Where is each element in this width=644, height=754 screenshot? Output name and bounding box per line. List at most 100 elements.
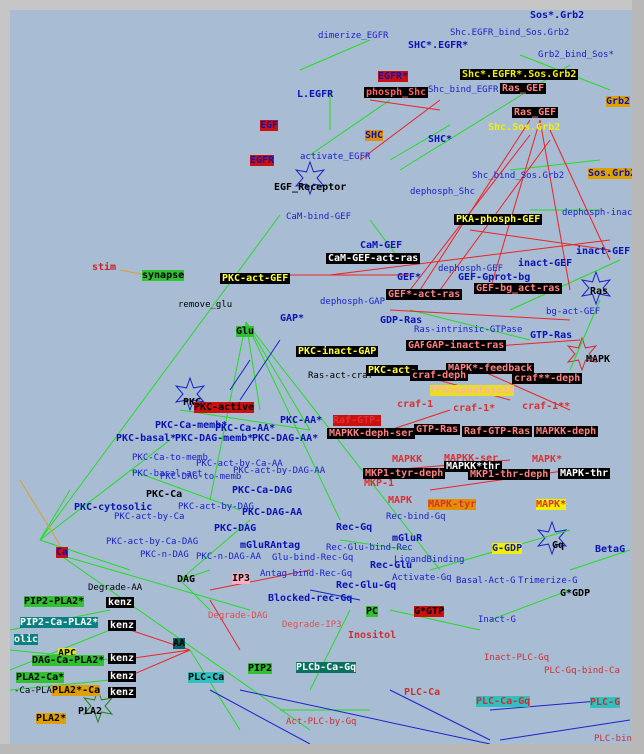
node-gap_inact_ras[interactable]: GAP-inact-ras — [424, 340, 507, 351]
node-ca_pla2[interactable]: -Ca-PLA2 — [14, 686, 58, 696]
node-shc_egfr_sos[interactable]: Shc*.EGFR*.Sos.Grb2 — [460, 69, 579, 80]
node-plc_ca_gq[interactable]: PLC-Ca-Gq — [476, 696, 531, 707]
node-craf_deph2[interactable]: craf**-deph — [512, 373, 583, 384]
node-shc_egfr_bind[interactable]: Shc.EGFR_bind_Sos.Grb2 — [450, 28, 570, 38]
node-plc_gq_bind_ca[interactable]: PLC-Gq-bind-Ca — [544, 666, 620, 676]
node-degrade_aa[interactable]: Degrade-AA — [88, 583, 143, 593]
node-basal_act_g[interactable]: Basal-Act-G — [456, 576, 516, 586]
node-pkc_act_by_ca[interactable]: PKC-act-by-Ca — [114, 512, 185, 522]
node-remove_glu[interactable]: remove_glu — [178, 300, 233, 310]
node-mapkk_thr[interactable]: MAPKK*thr — [444, 461, 503, 472]
node-ras[interactable]: Ras — [590, 286, 609, 297]
node-gef_gprot[interactable]: GEF-Gprot-bg — [458, 272, 531, 283]
node-degrade_dag[interactable]: Degrade-DAG — [208, 611, 268, 621]
node-rec_gq[interactable]: Rec-Gq — [336, 522, 373, 533]
node-pkc_basal_act[interactable]: PKC-basal-act — [132, 469, 203, 479]
node-pkc_act_by_ca_aa[interactable]: PKC-act-by-Ca-AA — [196, 459, 283, 469]
node-glu_bind_rec_gq[interactable]: Glu-bind-Rec-Gq — [272, 553, 354, 563]
node-betag[interactable]: BetaG — [595, 544, 626, 555]
node-gtp_ras_raf[interactable]: GTP-Ras — [414, 424, 461, 435]
node-egfr_star[interactable]: EGFR* — [378, 71, 409, 82]
node-rec_bind_gq[interactable]: Rec-bind-Gq — [386, 512, 446, 522]
node-pkc_dag_memb[interactable]: PKC-DAG-memb* — [175, 433, 254, 444]
node-mapk_tyr[interactable]: MAPK-tyr — [428, 499, 477, 510]
node-dimerize_egfr[interactable]: dimerize_EGFR — [318, 31, 389, 41]
node-pkc_dag_aa2[interactable]: PKC-DAG-AA — [242, 507, 303, 518]
node-craf_1[interactable]: craf-1 — [397, 399, 434, 410]
node-aa[interactable]: AA — [173, 638, 186, 649]
node-cam_gef[interactable]: CaM-GEF — [360, 240, 403, 251]
node-olic[interactable]: olic — [14, 634, 39, 645]
node-shc[interactable]: SHC — [365, 130, 384, 141]
node-gef_act_ras[interactable]: GEF*-act-ras — [386, 289, 463, 300]
node-pla2_ca[interactable]: PLA2-Ca* — [16, 672, 65, 683]
node-inact_g[interactable]: Inact-G — [478, 615, 516, 625]
node-gap_star[interactable]: GAP* — [280, 313, 305, 324]
node-dag_ca_pla2[interactable]: DAG-Ca-PLA2* — [32, 655, 105, 666]
node-phosph_shc[interactable]: phosph_Shc — [364, 87, 429, 98]
node-pkc_ca_dag[interactable]: PKC-Ca-DAG — [232, 485, 293, 496]
node-sos_grb2[interactable]: Sos.Grb2 — [588, 168, 632, 179]
node-mapk[interactable]: MAPK — [388, 495, 413, 506]
node-gdp_ras[interactable]: GDP-Ras — [380, 315, 423, 326]
node-gap[interactable]: GAP — [406, 340, 429, 351]
node-pkc_cytosolic[interactable]: PKC-cytosolic — [74, 502, 153, 513]
node-pkc_ca[interactable]: PKC-Ca — [146, 489, 183, 500]
node-degrade_ip3[interactable]: Degrade-IP3 — [282, 620, 342, 630]
vertical-scrollbar[interactable] — [632, 0, 644, 754]
node-pkc_inact_gap[interactable]: PKC-inact-GAP — [296, 346, 379, 357]
node-pkc_dag_to_memb[interactable]: PKC-DAG-to-memb — [160, 472, 242, 482]
node-blocked_rec[interactable]: Blocked-rec-Gq — [268, 593, 353, 604]
node-pip2_ca_pla2[interactable]: PIP2-Ca-PLA2* — [20, 617, 99, 628]
node-g_gdp[interactable]: G-GDP — [492, 543, 523, 554]
node-synapse[interactable]: synapse — [142, 270, 185, 281]
node-gef_bg_act_ras[interactable]: GEF-bg_act-ras — [474, 283, 563, 294]
node-pkc_basal[interactable]: PKC-basal* — [116, 433, 177, 444]
horizontal-scrollbar[interactable] — [0, 744, 632, 754]
node-gtp_ras[interactable]: GTP-Ras — [530, 330, 573, 341]
node-mkp1_thr_deph[interactable]: MKP1-thr-deph — [468, 469, 551, 480]
node-plcb_ca_gq[interactable]: PLCb-Ca-Gq — [296, 662, 357, 673]
node-gq[interactable]: Gq — [552, 540, 565, 551]
node-pkc_act_raf[interactable]: PKC-act- — [366, 365, 419, 376]
node-activate_gq[interactable]: Activate-Gq — [392, 573, 452, 583]
node-l_egfr[interactable]: L.EGFR — [297, 89, 334, 100]
node-mkp_1[interactable]: MKP-1 — [364, 478, 395, 489]
node-mapk_feedback[interactable]: MAPK*-feedback — [446, 363, 535, 374]
node-dag[interactable]: DAG — [177, 574, 196, 585]
node-plc_g[interactable]: PLC-G — [590, 697, 621, 708]
node-gef_star[interactable]: GEF* — [397, 272, 422, 283]
node-mapk_star_y[interactable]: MAPK* — [536, 499, 567, 510]
node-mapkk_deph_ser[interactable]: MAPKK-deph-ser — [327, 428, 416, 439]
node-pkc_n_dag[interactable]: PKC-n-DAG — [140, 550, 189, 560]
node-pkc[interactable]: PKC — [183, 397, 202, 408]
node-egfr[interactable]: EGFR — [250, 155, 275, 166]
node-inositol[interactable]: Inositol — [348, 630, 397, 641]
node-ca[interactable]: Ca — [56, 547, 69, 558]
node-pkc_ca_to_memb[interactable]: PKC-Ca-to-memb — [132, 453, 208, 463]
node-kenz_1[interactable]: kenz — [106, 597, 135, 608]
node-act_plc_by_gq[interactable]: Act-PLC-by-Gq — [286, 717, 357, 727]
node-inact_plc_gq[interactable]: Inact-PLC-Gq — [484, 653, 550, 663]
node-mapk_thr[interactable]: MAPK-thr — [558, 468, 611, 479]
node-activate_egfr[interactable]: activate_EGFR — [300, 152, 371, 162]
node-shc_star[interactable]: SHC* — [428, 134, 453, 145]
node-mkp1_tyr_deph[interactable]: MKP1-tyr-deph — [363, 468, 446, 479]
node-craf_1ss[interactable]: craf-1** — [522, 401, 571, 412]
node-mapk_top[interactable]: MAPK — [586, 354, 611, 365]
node-shc_egfr[interactable]: SHC*.EGFR* — [408, 40, 469, 51]
node-raf_gtp_ras[interactable]: Raf-GTP-Ras — [462, 426, 533, 437]
node-pla2_label[interactable]: PLA2 — [78, 706, 103, 717]
node-pkc_dag[interactable]: PKC-DAG — [214, 523, 257, 534]
node-pla2_star[interactable]: PLA2* — [36, 713, 67, 724]
node-egf_receptor[interactable]: EGF_Receptor — [274, 182, 347, 193]
node-kenz_2[interactable]: kenz — [108, 620, 137, 631]
node-kenz_4[interactable]: kenz — [108, 671, 137, 682]
node-cam_bind_gef[interactable]: CaM-bind-GEF — [286, 212, 352, 222]
node-plc_ca_r[interactable]: PLC-Ca — [404, 687, 441, 698]
node-plc_bind_gq[interactable]: PLC-bind- — [594, 734, 632, 744]
node-ip3[interactable]: IP3 — [232, 573, 251, 584]
node-craf_deph[interactable]: craf-deph — [410, 370, 469, 381]
node-inact_gef_r[interactable]: inact-GEF — [576, 246, 631, 257]
node-pip2_pla2[interactable]: PIP2-PLA2* — [24, 596, 85, 607]
